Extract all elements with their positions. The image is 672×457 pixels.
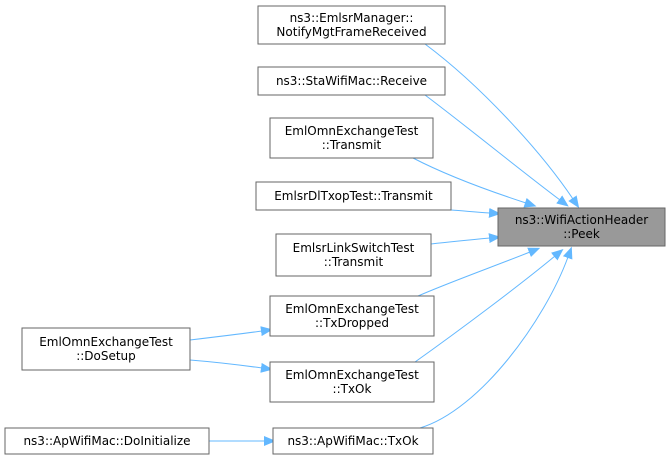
node-label-line: EmlOmnExchangeTest xyxy=(285,124,419,138)
node-label-line: ns3::WifiActionHeader xyxy=(515,213,648,227)
node-label-line: EmlsrDlTxopTest::Transmit xyxy=(274,189,433,203)
node-box xyxy=(269,295,435,337)
node-label-line: ::TxOk xyxy=(333,382,372,396)
node-ap_doinit[interactable]: ns3::ApWifiMac::DoInitialize xyxy=(4,427,210,455)
edge-eml_txok-to-peek xyxy=(414,248,564,363)
node-box xyxy=(255,181,452,211)
node-label-line: ::Transmit xyxy=(322,138,382,152)
node-eml_dosetup[interactable]: EmlOmnExchangeTest::DoSetup xyxy=(21,327,191,371)
node-box xyxy=(275,233,432,277)
node-label-line: ns3::ApWifiMac::DoInitialize xyxy=(23,434,190,448)
node-eml_txdropped[interactable]: EmlOmnExchangeTest::TxDropped xyxy=(269,295,435,337)
edge-eml_dosetup-to-eml_txdropped xyxy=(189,326,273,341)
node-box xyxy=(257,66,446,96)
node-label-line: ns3::StaWifiMac::Receive xyxy=(276,74,427,88)
node-eml_txok[interactable]: EmlOmnExchangeTest::TxOk xyxy=(269,361,435,403)
nodes-layer: ns3::WifiActionHeader::Peek ns3::EmlsrMan… xyxy=(4,5,666,455)
node-label-line: NotifyMgtFrameReceived xyxy=(276,25,426,39)
node-label-line: ::DoSetup xyxy=(76,349,136,363)
node-label-line: EmlOmnExchangeTest xyxy=(285,368,419,382)
node-box xyxy=(272,427,434,455)
node-linkswitch_transmit[interactable]: EmlsrLinkSwitchTest::Transmit xyxy=(275,233,432,277)
edge-eml_dosetup-to-eml_txok xyxy=(189,359,273,373)
node-label-line: ns3::EmlsrManager:: xyxy=(290,11,414,25)
node-label-line: ::Peek xyxy=(563,227,600,241)
node-box xyxy=(21,327,191,371)
node-label-line: ns3::ApWifiMac::TxOk xyxy=(287,434,418,448)
edge-dltxop_transmit-to-peek xyxy=(450,207,501,218)
node-label-line: ::TxDropped xyxy=(315,316,389,330)
edge-emlsr_notify-to-peek xyxy=(424,43,580,209)
node-eml_transmit[interactable]: EmlOmnExchangeTest::Transmit xyxy=(269,117,434,159)
node-box xyxy=(497,207,666,247)
edge-sta_receive-to-peek xyxy=(424,94,569,207)
edge-linkswitch_transmit-to-peek xyxy=(430,233,501,245)
node-dltxop_transmit[interactable]: EmlsrDlTxopTest::Transmit xyxy=(255,181,452,211)
node-box xyxy=(269,361,435,403)
node-peek[interactable]: ns3::WifiActionHeader::Peek xyxy=(497,207,666,247)
node-box xyxy=(269,117,434,159)
edge-ap_txok-to-peek xyxy=(419,246,573,429)
edge-eml_txdropped-to-peek xyxy=(417,247,541,297)
edges-layer xyxy=(189,43,580,446)
node-label-line: EmlOmnExchangeTest xyxy=(285,302,419,316)
node-box xyxy=(4,427,210,455)
node-ap_txok[interactable]: ns3::ApWifiMac::TxOk xyxy=(272,427,434,455)
node-box xyxy=(257,5,446,45)
node-emlsr_notify[interactable]: ns3::EmlsrManager::NotifyMgtFrameReceive… xyxy=(257,5,446,45)
node-label-line: ::Transmit xyxy=(324,255,384,269)
node-label-line: EmlOmnExchangeTest xyxy=(39,335,173,349)
node-label-line: EmlsrLinkSwitchTest xyxy=(293,241,415,255)
edge-eml_transmit-to-peek xyxy=(412,157,537,208)
node-sta_receive[interactable]: ns3::StaWifiMac::Receive xyxy=(257,66,446,96)
